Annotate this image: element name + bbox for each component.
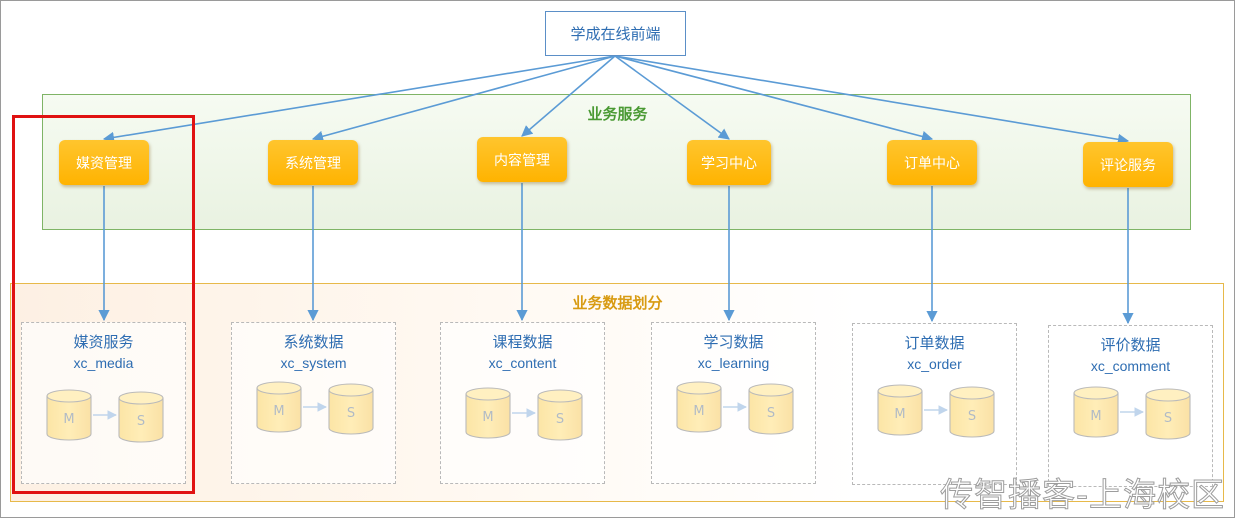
frontend-to-service-arrow <box>614 55 730 140</box>
database-id: xc_comment <box>1090 358 1171 374</box>
service-node: 媒资管理 <box>59 140 149 185</box>
database-box: 订单数据 xc_order <box>852 323 1017 485</box>
media-highlight-box <box>12 115 195 494</box>
frontend-to-service-arrow <box>102 55 616 143</box>
database-name: 媒资服务 <box>73 333 134 351</box>
frontend-to-service-arrow <box>614 55 1130 145</box>
database-name: 订单数据 <box>904 334 965 352</box>
frontend-to-service-arrow <box>311 55 616 142</box>
service-node: 评论服务 <box>1083 142 1173 187</box>
data-partition-group <box>10 283 1224 502</box>
database-id: xc_order <box>907 356 962 372</box>
service-node: 系统管理 <box>268 140 358 185</box>
service-node: 学习中心 <box>687 140 771 185</box>
database-name: 学习数据 <box>703 333 764 351</box>
watermark: 传智播客-上海校区 <box>940 475 1225 515</box>
services-group-title: 业务服务 <box>587 105 648 123</box>
data-group-title: 业务数据划分 <box>572 294 663 312</box>
service-node: 内容管理 <box>477 137 567 182</box>
database-name: 评价数据 <box>1100 336 1161 354</box>
business-services-group <box>42 94 1191 230</box>
database-box: 评价数据 xc_comment <box>1048 325 1213 487</box>
frontend-to-service-arrow <box>521 55 616 137</box>
database-id: xc_system <box>280 355 347 371</box>
database-id: xc_media <box>73 355 134 371</box>
frontend-to-service-arrow <box>614 55 934 142</box>
database-box: 系统数据 xc_system <box>231 322 396 484</box>
database-box: 学习数据 xc_learning <box>651 322 816 484</box>
frontend-node: 学成在线前端 <box>545 11 686 56</box>
database-id: xc_content <box>488 355 557 371</box>
database-box: 媒资服务 xc_media <box>21 322 186 484</box>
database-name: 课程数据 <box>492 333 553 351</box>
service-node: 订单中心 <box>887 140 977 185</box>
database-id: xc_learning <box>697 355 770 371</box>
database-box: 课程数据 xc_content <box>440 322 605 484</box>
database-name: 系统数据 <box>283 333 344 351</box>
